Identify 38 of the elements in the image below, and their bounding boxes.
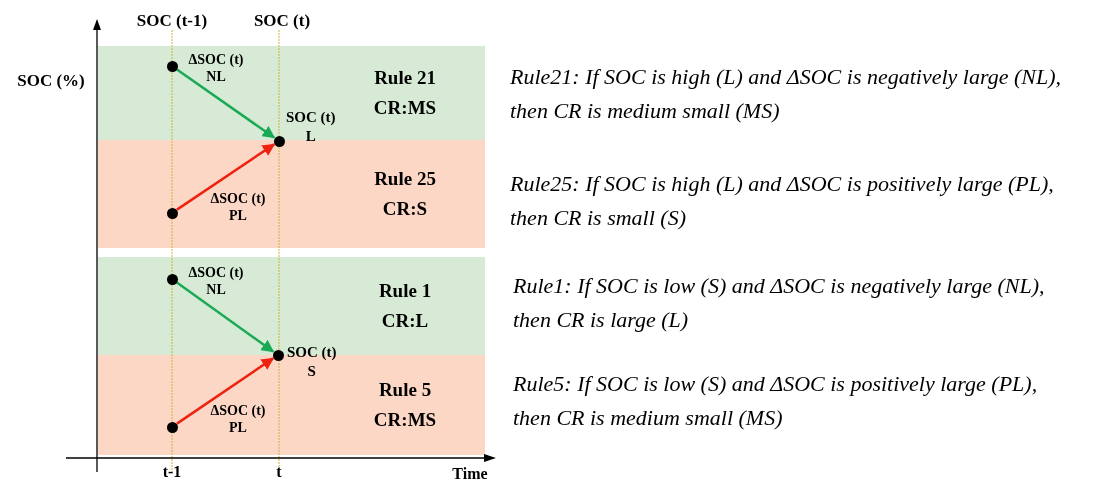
rule-title: Rule 25 bbox=[374, 167, 436, 191]
point-marker bbox=[166, 273, 178, 285]
arrow bbox=[176, 68, 276, 139]
point-marker bbox=[166, 421, 178, 433]
point-marker bbox=[166, 207, 178, 219]
point-marker bbox=[166, 60, 178, 72]
point-label: SOC (t) bbox=[287, 343, 337, 362]
axis-label: SOC (t) bbox=[252, 10, 312, 32]
axis-label: SOC (t-1) bbox=[135, 10, 209, 32]
tick-label: t-1 bbox=[161, 462, 183, 482]
rule-output: CR:S bbox=[382, 197, 428, 221]
rule-band bbox=[98, 46, 485, 140]
point-label: S bbox=[307, 362, 316, 381]
edge-label: ΔSOC (t) PL bbox=[209, 190, 267, 224]
rule-description: Rule21: If SOC is high (L) and ΔSOC is negatively large (NL), then CR is medium small (MS) bbox=[510, 63, 1063, 125]
rule-output: CR:MS bbox=[373, 408, 437, 432]
arrow bbox=[176, 357, 275, 425]
arrow bbox=[176, 143, 276, 211]
tick-label: t bbox=[275, 462, 283, 482]
rule-description: Rule25: If SOC is high (L) and ΔSOC is positively large (PL), then CR is small (S) bbox=[510, 170, 1055, 232]
axis-label: SOC (%) bbox=[16, 70, 86, 92]
rule-title: Rule 5 bbox=[378, 378, 432, 402]
rule-description: Rule1: If SOC is low (S) and ΔSOC is negatively large (NL), then CR is large (L) bbox=[513, 272, 1046, 334]
rule-title: Rule 1 bbox=[378, 279, 432, 303]
edge-label: ΔSOC (t) PL bbox=[209, 402, 267, 436]
edge-label: ΔSOC (t) NL bbox=[187, 51, 245, 85]
point-marker bbox=[272, 349, 284, 361]
point-label: SOC (t) bbox=[286, 108, 336, 127]
rule-title: Rule 21 bbox=[374, 66, 436, 90]
edge-label: ΔSOC (t) NL bbox=[187, 264, 245, 298]
rule-output: CR:L bbox=[381, 309, 429, 333]
tick-label: Time bbox=[451, 464, 489, 482]
point-label: L bbox=[305, 127, 316, 146]
rule-output: CR:MS bbox=[373, 96, 437, 120]
point-marker bbox=[273, 135, 285, 147]
rule-band bbox=[98, 140, 485, 248]
rule-description: Rule5: If SOC is low (S) and ΔSOC is positively large (PL), then CR is medium small (MS) bbox=[513, 370, 1039, 432]
arrow bbox=[176, 281, 275, 353]
